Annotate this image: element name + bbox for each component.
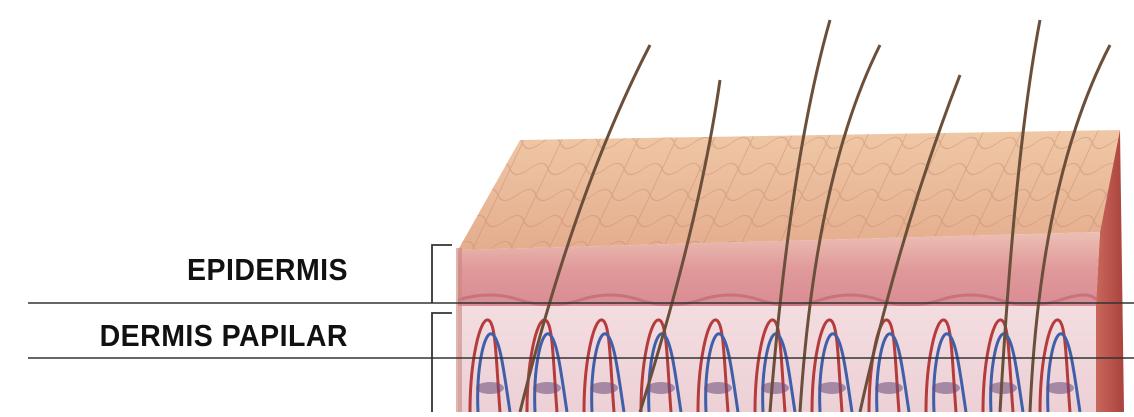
dermis-papilar-label: DERMIS PAPILAR	[100, 318, 348, 354]
dermis-bracket	[432, 313, 452, 412]
vessel-plexus	[761, 382, 789, 394]
vessel-plexus	[818, 382, 846, 394]
vessel-plexus	[1046, 382, 1074, 394]
vessel-plexus	[533, 382, 561, 394]
vessel-plexus	[590, 382, 618, 394]
vessel-plexus	[875, 382, 903, 394]
vessel-plexus	[647, 382, 675, 394]
vessel-plexus	[476, 382, 504, 394]
epidermis-label: EPIDERMIS	[187, 252, 348, 288]
vessel-plexus	[704, 382, 732, 394]
vessel-plexus	[932, 382, 960, 394]
epidermis-bracket	[432, 245, 452, 303]
